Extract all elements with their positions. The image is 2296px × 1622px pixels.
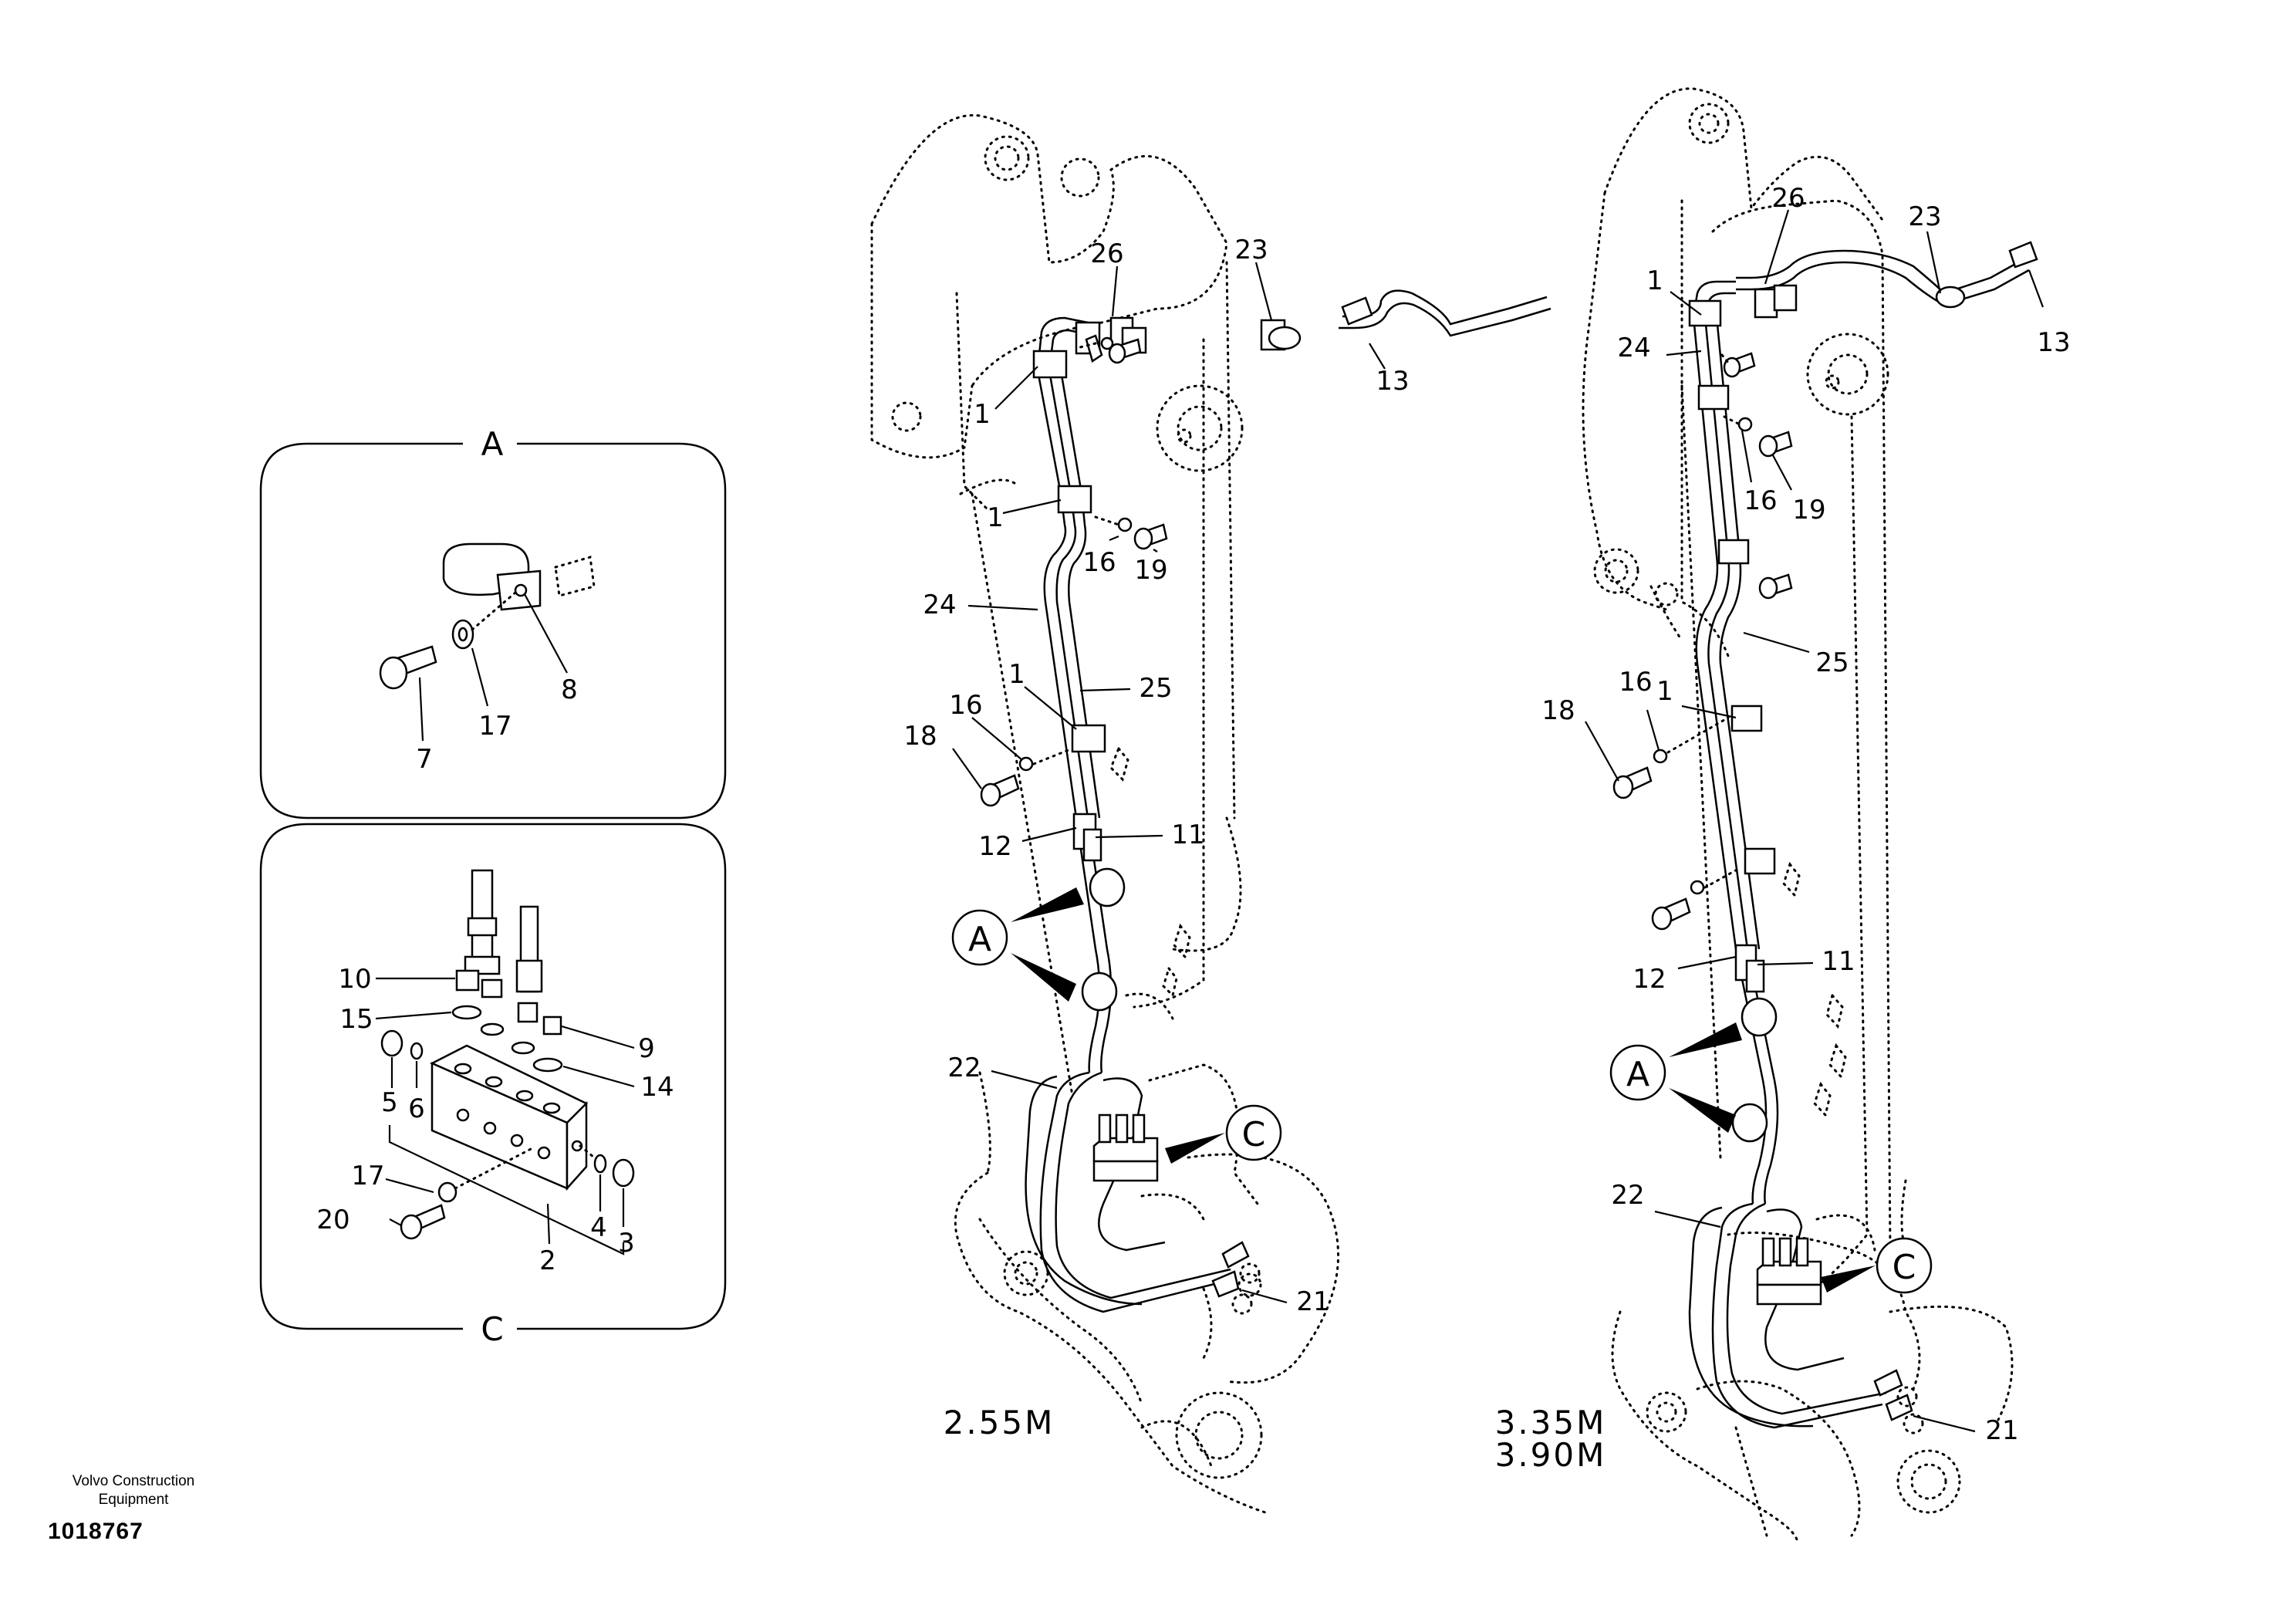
manifold-block bbox=[430, 1044, 589, 1191]
svg-text:21: 21 bbox=[1985, 1415, 2018, 1446]
coupling-a-left-2 bbox=[1081, 972, 1118, 1012]
svg-text:A: A bbox=[968, 920, 991, 959]
oring-4 bbox=[593, 1154, 607, 1174]
svg-text:13: 13 bbox=[1376, 366, 1409, 397]
svg-text:11: 11 bbox=[1171, 819, 1204, 850]
detail-a-frame bbox=[259, 442, 727, 819]
callout-a-right: A bbox=[1609, 1022, 1742, 1133]
detail-a-title: A bbox=[481, 425, 504, 463]
svg-text:21: 21 bbox=[1296, 1286, 1329, 1317]
washer-17 bbox=[437, 1181, 458, 1203]
model-label-right-2: 3.90M bbox=[1495, 1436, 1607, 1474]
view-left: A C 26 bbox=[870, 113, 1551, 1514]
label-2: 2 bbox=[539, 1245, 556, 1276]
svg-text:16: 16 bbox=[949, 690, 982, 721]
svg-text:12: 12 bbox=[978, 831, 1011, 862]
svg-text:26: 26 bbox=[1090, 238, 1123, 269]
boom-outline-right bbox=[1582, 87, 2014, 1545]
adapters bbox=[451, 969, 563, 1073]
detail-a: A 8 7 17 bbox=[259, 425, 727, 819]
coupling-a-left-1 bbox=[1089, 867, 1126, 907]
callout-c-right: C bbox=[1821, 1237, 1933, 1294]
detail-c-title: C bbox=[481, 1310, 503, 1348]
label-5: 5 bbox=[381, 1087, 398, 1118]
svg-text:16: 16 bbox=[1082, 547, 1116, 578]
svg-text:1: 1 bbox=[974, 399, 991, 430]
svg-text:11: 11 bbox=[1822, 946, 1855, 977]
callout-a-left: A bbox=[951, 887, 1084, 1002]
svg-text:25: 25 bbox=[1815, 647, 1849, 678]
label-17: 17 bbox=[478, 711, 512, 742]
plug-3 bbox=[612, 1158, 635, 1188]
clamp-part bbox=[442, 542, 596, 611]
oring-6 bbox=[410, 1042, 424, 1060]
svg-text:C: C bbox=[1893, 1248, 1916, 1287]
svg-text:24: 24 bbox=[1617, 333, 1650, 363]
label-3: 3 bbox=[618, 1228, 635, 1259]
coupling-a-right-1 bbox=[1741, 997, 1778, 1037]
label-4: 4 bbox=[590, 1212, 607, 1243]
plug-5 bbox=[380, 1029, 403, 1057]
clamps-right bbox=[1688, 241, 2038, 1143]
svg-text:16: 16 bbox=[1744, 485, 1777, 516]
svg-text:1: 1 bbox=[1646, 265, 1663, 296]
svg-text:18: 18 bbox=[1541, 695, 1575, 726]
svg-text:24: 24 bbox=[923, 590, 956, 620]
fasteners-left bbox=[980, 336, 1261, 1315]
svg-text:22: 22 bbox=[1611, 1180, 1644, 1211]
label-10: 10 bbox=[338, 964, 371, 995]
detail-c-frame bbox=[259, 823, 727, 1330]
svg-text:19: 19 bbox=[1134, 555, 1167, 586]
svg-text:25: 25 bbox=[1139, 673, 1172, 704]
svg-text:23: 23 bbox=[1908, 201, 1941, 232]
svg-text:A: A bbox=[1626, 1055, 1649, 1094]
view-right: A C 26 23 1 bbox=[1495, 87, 2071, 1545]
svg-text:22: 22 bbox=[947, 1053, 981, 1083]
detail-c: C bbox=[259, 823, 727, 1348]
label-9: 9 bbox=[638, 1033, 655, 1064]
footer-document-number: 1018767 bbox=[48, 1519, 144, 1544]
label-15: 15 bbox=[339, 1004, 373, 1035]
callout-c-left: C bbox=[1165, 1104, 1282, 1164]
label-14: 14 bbox=[640, 1072, 674, 1103]
leaders-right bbox=[1585, 209, 2044, 1433]
svg-text:26: 26 bbox=[1771, 183, 1805, 214]
svg-text:1: 1 bbox=[1656, 676, 1673, 707]
hose-bundle-left bbox=[1025, 289, 1551, 1313]
label-8: 8 bbox=[561, 674, 578, 705]
manifold-left bbox=[1092, 1113, 1159, 1182]
svg-text:13: 13 bbox=[2037, 327, 2070, 358]
manifold-right bbox=[1756, 1237, 1822, 1306]
model-label-left: 2.55M bbox=[944, 1404, 1055, 1441]
labels-right: 26 23 1 13 24 16 19 25 18 16 1 12 11 22 … bbox=[1541, 183, 2070, 1446]
label-7: 7 bbox=[416, 744, 433, 775]
svg-text:18: 18 bbox=[903, 721, 937, 752]
label-17-c: 17 bbox=[351, 1161, 384, 1191]
svg-text:23: 23 bbox=[1234, 235, 1268, 265]
washer-part bbox=[451, 619, 474, 650]
boom-outline-left bbox=[870, 113, 1339, 1514]
bolt-part bbox=[379, 645, 437, 690]
label-6: 6 bbox=[408, 1093, 425, 1124]
fasteners-right bbox=[1612, 352, 1924, 1434]
svg-text:1: 1 bbox=[987, 502, 1004, 533]
label-20: 20 bbox=[316, 1205, 349, 1235]
coupling-a-right-2 bbox=[1731, 1103, 1768, 1143]
svg-text:12: 12 bbox=[1633, 964, 1666, 995]
svg-text:19: 19 bbox=[1792, 495, 1825, 525]
footer-organization: Volvo Construction Equipment bbox=[72, 1473, 195, 1508]
leaders-left bbox=[952, 262, 1386, 1304]
svg-text:C: C bbox=[1242, 1115, 1266, 1154]
svg-text:16: 16 bbox=[1619, 667, 1652, 698]
svg-text:1: 1 bbox=[1008, 659, 1025, 690]
hose-fittings bbox=[464, 869, 543, 993]
labels-left: 26 23 13 1 1 16 19 24 1 25 16 18 12 11 2… bbox=[903, 235, 1409, 1317]
hose-bundle-right bbox=[1688, 249, 2030, 1429]
clamps-left bbox=[1032, 296, 1373, 1012]
model-label-right-1: 3.35M bbox=[1495, 1404, 1607, 1441]
